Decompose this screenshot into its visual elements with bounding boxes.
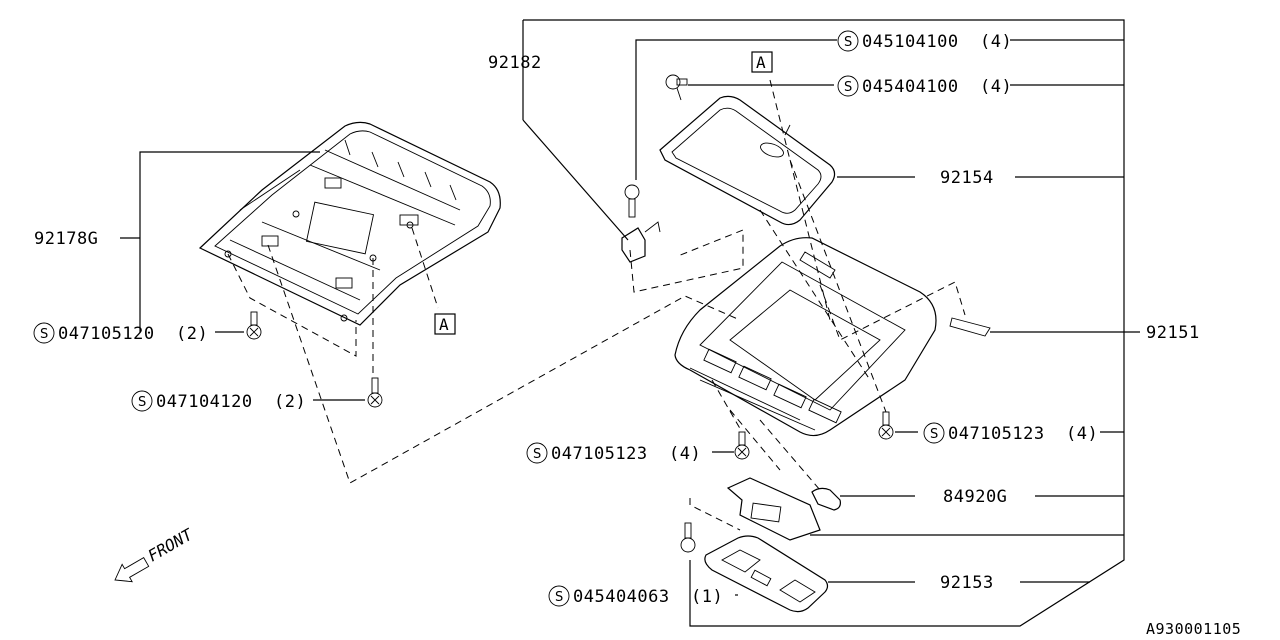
svg-text:S: S [138,395,146,410]
fastener-045104100: S 045104100 (4) [837,30,1012,52]
screw-icon [246,311,262,340]
svg-text:(4): (4) [1066,424,1098,444]
svg-text:S: S [844,80,852,95]
svg-text:S: S [930,427,938,442]
svg-text:047105123: 047105123 [551,444,648,464]
screw-icons [246,74,894,553]
part-label-92151: 92151 [1146,323,1200,343]
part-label-84920G: 84920G [943,487,1007,507]
standard-part-icon [837,75,859,97]
svg-text:045404100: 045404100 [862,77,959,97]
screw-icon [680,522,696,553]
leader-bracket-frame [522,19,1125,627]
svg-text:045404063: 045404063 [573,587,670,607]
standard-part-icon [837,30,859,52]
drawing-code: A930001105 [1146,620,1241,638]
svg-text:047104120: 047104120 [156,392,253,412]
fastener-047105120: S 047105120 (2) [33,322,208,344]
lens-92154 [659,95,836,226]
part-label-92182: 92182 [488,53,542,73]
fastener-047104120: S 047104120 (2) [131,390,306,412]
part-label-92178G: 92178G [34,229,98,249]
screw-icon [624,184,640,218]
svg-text:(1): (1) [691,587,723,607]
svg-text:047105120: 047105120 [58,324,155,344]
standard-part-icon [923,422,945,444]
ref-mark-a-top: A [751,51,773,73]
leader-92178G [120,151,320,332]
svg-text:(2): (2) [176,324,208,344]
console-92151 [674,237,1140,437]
part-label-92153: 92153 [940,573,994,593]
front-arrow-icon [114,557,150,583]
standard-part-icon [526,442,548,464]
svg-text:S: S [555,590,563,605]
svg-text:(2): (2) [274,392,306,412]
fastener-045404063: S 045404063 (1) [548,585,723,607]
screw-icon [367,377,383,408]
install-lines-left [227,227,744,484]
svg-text:(4): (4) [669,444,701,464]
svg-text:(4): (4) [980,77,1012,97]
screw-icon [734,431,750,460]
trim-panel-92178G [198,121,501,326]
install-lines-upper [759,79,966,413]
svg-text:S: S [844,35,852,50]
svg-text:S: S [40,327,48,342]
svg-text:047105123: 047105123 [948,424,1045,444]
svg-text:045104100: 045104100 [862,32,959,52]
fastener-047105123-left: S 047105123 (4) [526,442,701,464]
svg-text:S: S [533,447,541,462]
install-lines-lower [689,379,821,531]
standard-part-icon [548,585,570,607]
ref-mark-a-left: A [434,313,456,335]
fastener-045404100: S 045404100 (4) [837,75,1012,97]
ref-mark-a-left-text: A [439,315,449,334]
fastener-047105123-right: S 047105123 (4) [923,422,1098,444]
standard-part-icon [131,390,153,412]
part-leaders [215,39,918,596]
screw-icon [878,411,894,440]
standard-part-icon [33,322,55,344]
part-label-92154: 92154 [940,168,994,188]
front-label: FRONT [145,524,197,565]
map-lamp-92153 [704,535,915,613]
ref-mark-a-top-text: A [756,53,766,72]
svg-text:(4): (4) [980,32,1012,52]
bracket-84920G [726,477,915,541]
screw-icon [665,74,688,101]
bracket-92182 [621,221,661,263]
